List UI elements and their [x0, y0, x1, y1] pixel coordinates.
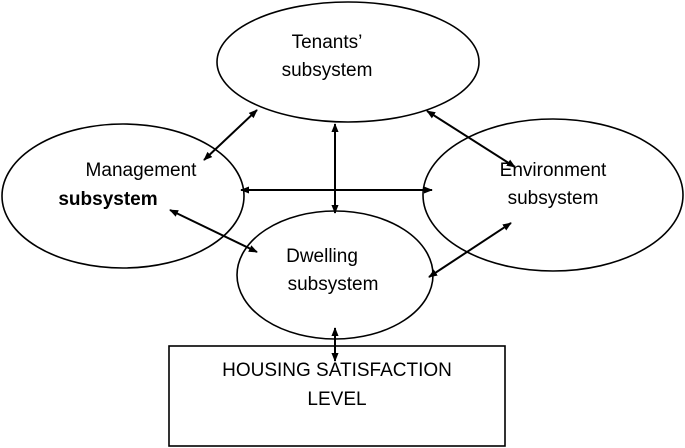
- dwelling-label-line2: subsystem: [288, 274, 379, 295]
- arrow-environment-dwelling: [428, 222, 512, 278]
- tenants-label-line1: Tenants’: [292, 32, 363, 53]
- arrow-tenants-management: [203, 109, 258, 161]
- housing-satisfaction-box: [168, 345, 506, 447]
- arrow-management-dwelling: [169, 209, 258, 253]
- dwelling-label-line1: Dwelling: [286, 246, 358, 267]
- environment-label-line2: subsystem: [508, 188, 599, 209]
- satisfaction-label-line2: LEVEL: [307, 389, 366, 410]
- tenants-node: [216, 1, 480, 123]
- satisfaction-label-line1: HOUSING SATISFACTION: [222, 360, 452, 381]
- environment-label-line1: Environment: [500, 160, 607, 181]
- management-label-line2: subsystem: [58, 189, 157, 210]
- management-label-line1: Management: [86, 160, 198, 181]
- arrow-tenants-environment: [426, 110, 516, 168]
- tenants-label-line2: subsystem: [282, 60, 373, 81]
